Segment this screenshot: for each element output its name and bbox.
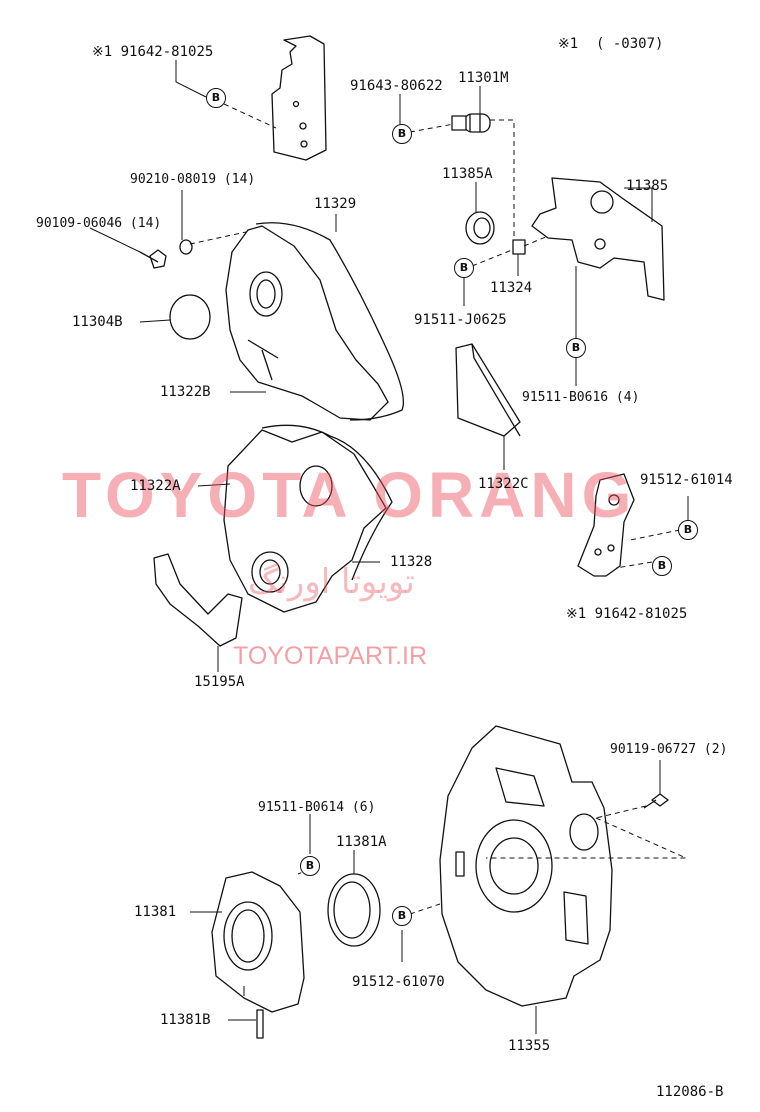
note-mark: ※1 — [558, 36, 579, 52]
badge-b: B — [566, 338, 586, 358]
label-90109-06046: 90109-06046 (14) — [36, 216, 162, 231]
watermark-text: TOYOTA ORANG — [62, 459, 637, 531]
label-11304b: 11304B — [72, 314, 123, 330]
label-11381b: 11381B — [160, 1012, 211, 1028]
dashed-lines — [189, 103, 687, 915]
label-11322a: 11322A — [130, 478, 181, 494]
label-91643-80622: 91643-80622 — [350, 78, 443, 94]
label-11329: 11329 — [314, 196, 357, 212]
badge-b: B — [652, 556, 672, 576]
label-90119-06727: 90119-06727 (2) — [610, 742, 728, 757]
badge-b: B — [206, 88, 226, 108]
label-90210-08019: 90210-08019 (14) — [130, 172, 256, 187]
diagram-id: 112086-B — [656, 1084, 724, 1100]
watermark-url: TOYOTAPART.IR — [233, 642, 428, 670]
label-11385: 11385 — [626, 178, 669, 194]
watermark-persian: تویوتا اورنگ — [248, 562, 415, 602]
retainer-11381 — [211, 871, 305, 1013]
leader-lines — [89, 60, 689, 1034]
badge-b: B — [392, 906, 412, 926]
spacer-11322c — [455, 343, 521, 437]
cap-11304b — [169, 294, 211, 340]
bolt-90119 — [643, 793, 669, 809]
label-11322b: 11322B — [160, 384, 211, 400]
bracket-91642-right — [577, 473, 635, 577]
label-11324: 11324 — [490, 280, 533, 296]
gasket-11328 — [261, 424, 393, 581]
guide-15195a — [153, 553, 243, 647]
badge-b: B — [392, 124, 412, 144]
stud-11381b — [256, 1009, 264, 1039]
cover-11322b — [225, 225, 389, 421]
bracket-11385 — [531, 177, 665, 301]
seal-11385a — [465, 211, 495, 245]
label-11322c: 11322C — [478, 476, 529, 492]
badge-b: B — [454, 258, 474, 278]
label-91512-61014: 91512-61014 — [640, 472, 733, 488]
label-91511-b0616: 91511-B0616 (4) — [522, 390, 640, 405]
badge-b: B — [678, 520, 698, 540]
washer-90210 — [179, 239, 193, 255]
cover-11322a — [223, 429, 387, 613]
label-91642-81025-top: ※1 91642-81025 — [92, 44, 214, 60]
note-range: ( -0307) — [596, 36, 664, 52]
bolt-90109 — [139, 249, 167, 269]
label-11381a: 11381A — [336, 834, 387, 850]
label-91642-81025-right: ※1 91642-81025 — [566, 606, 688, 622]
label-91511-b0614: 91511-B0614 (6) — [258, 800, 376, 815]
label-15195a: 15195A — [194, 674, 245, 690]
sensor-11301m — [451, 113, 491, 133]
label-11385a: 11385A — [442, 166, 493, 182]
label-11355: 11355 — [508, 1038, 551, 1054]
label-11381: 11381 — [134, 904, 177, 920]
label-11301m: 11301M — [458, 70, 509, 86]
seal-11381a — [327, 873, 381, 947]
gasket-11329 — [255, 222, 405, 421]
nut-11324 — [512, 239, 526, 255]
plate-11355 — [439, 725, 613, 1007]
label-91512-61070: 91512-61070 — [352, 974, 445, 990]
badge-b: B — [300, 856, 320, 876]
bracket-91642-top — [271, 35, 327, 161]
label-11328: 11328 — [390, 554, 433, 570]
label-91511-j0625: 91511-J0625 — [414, 312, 507, 328]
